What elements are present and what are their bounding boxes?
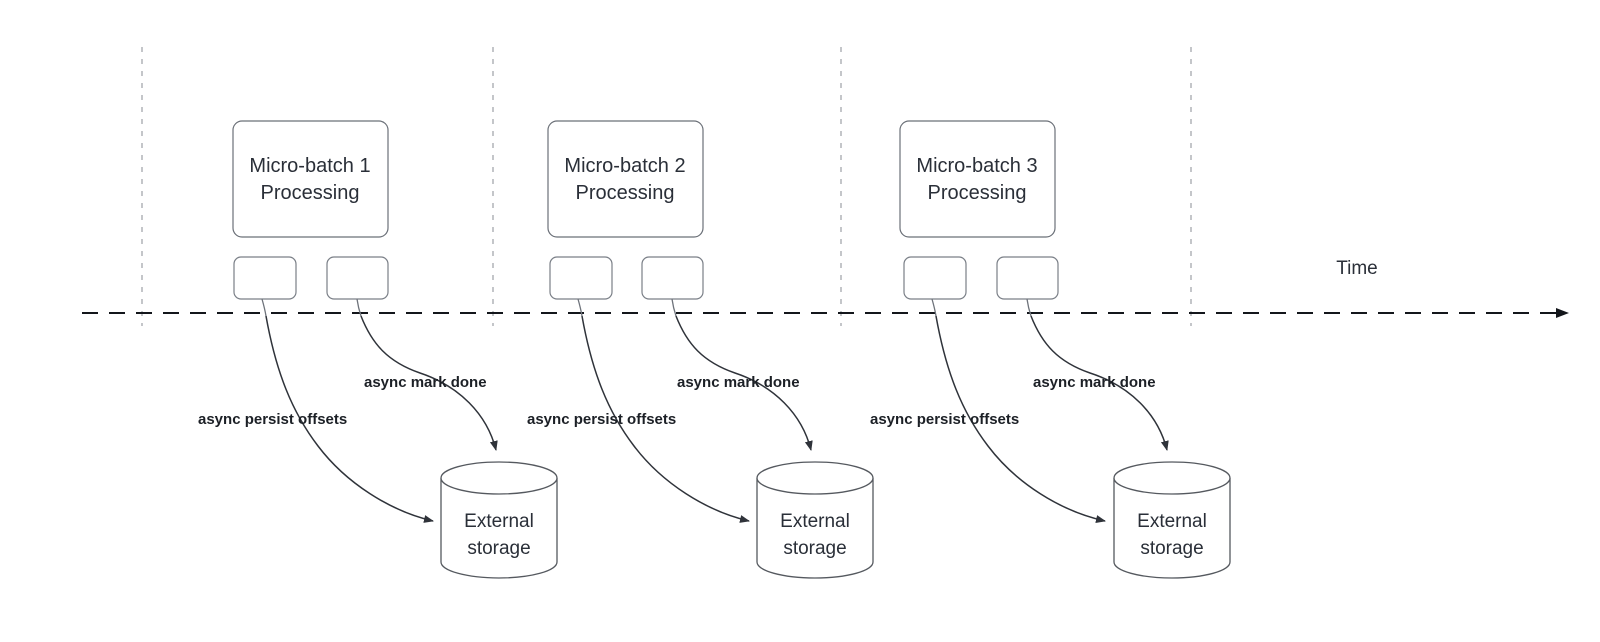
micro-batch-3-process-box[interactable] [899, 120, 1056, 238]
micro-batch-3-task-left-stem [931, 298, 937, 317]
micro-batch-3-mark-done-label: async mark done [1033, 374, 1156, 391]
external-storage-2-label-line2: storage [783, 538, 846, 559]
micro-batch-2-task-box-right[interactable] [641, 256, 704, 300]
micro-batch-1-mark-done-edge [360, 315, 498, 451]
micro-batch-2-task-left-stem [577, 298, 583, 317]
micro-batch-2-persist-offsets-edge [581, 315, 750, 523]
timeline-tick-group [141, 47, 1192, 326]
micro-batch-3-task-box-right[interactable] [996, 256, 1059, 300]
micro-batch-2-persist-offsets-label: async persist offsets [527, 411, 676, 428]
micro-batch-2-process-box[interactable] [547, 120, 704, 238]
micro-batch-3-mark-done-edge [1030, 315, 1169, 451]
micro-batch-3-label-line2: Processing [928, 182, 1027, 204]
micro-batch-group-3: Micro-batch 3 Processing async persist o… [870, 120, 1231, 579]
micro-batch-1-external-storage[interactable]: External storage [440, 461, 558, 579]
micro-batch-2-label-line2: Processing [576, 182, 675, 204]
external-storage-2-label-line1: External [780, 511, 850, 532]
micro-batch-3-task-right-stem [1026, 298, 1032, 317]
external-storage-1-body [440, 478, 558, 579]
external-storage-1-top [440, 461, 558, 495]
micro-batch-2-external-storage[interactable]: External storage [756, 461, 874, 579]
time-axis: Time [82, 258, 1569, 318]
micro-batch-3-external-storage[interactable]: External storage [1113, 461, 1231, 579]
micro-batch-1-mark-done-label: async mark done [364, 374, 487, 391]
external-storage-3-label-line2: storage [1140, 538, 1203, 559]
micro-batch-3-persist-offsets-edge [935, 315, 1106, 523]
micro-batch-1-task-left-stem [261, 298, 267, 317]
micro-batch-1-task-box-left[interactable] [233, 256, 297, 300]
micro-batch-2-task-right-stem [671, 298, 677, 317]
time-axis-label: Time [1336, 258, 1378, 279]
micro-batch-2-mark-done-label: async mark done [677, 374, 800, 391]
micro-batch-1-label-line2: Processing [261, 182, 360, 204]
external-storage-1-label-line2: storage [467, 538, 530, 559]
micro-batch-1-persist-offsets-label: async persist offsets [198, 411, 347, 428]
micro-batch-1-persist-offsets-edge [265, 315, 434, 523]
micro-batch-1-task-box-right[interactable] [326, 256, 389, 300]
external-storage-3-label-line1: External [1137, 511, 1207, 532]
micro-batch-2-label-line1: Micro-batch 2 [564, 155, 685, 177]
external-storage-3-body [1113, 478, 1231, 579]
micro-batch-3-persist-offsets-label: async persist offsets [870, 411, 1019, 428]
micro-batch-2-task-box-left[interactable] [549, 256, 613, 300]
external-storage-1-label-line1: External [464, 511, 534, 532]
micro-batch-3-label-line1: Micro-batch 3 [916, 155, 1037, 177]
external-storage-3-top [1113, 461, 1231, 495]
micro-batch-group-1: Micro-batch 1 Processing async persist o… [198, 120, 558, 579]
micro-batch-1-process-box[interactable] [232, 120, 389, 238]
micro-batch-2-mark-done-edge [675, 315, 813, 451]
micro-batch-group-2: Micro-batch 2 Processing async persist o… [527, 120, 874, 579]
external-storage-2-top [756, 461, 874, 495]
micro-batch-3-task-box-left[interactable] [903, 256, 967, 300]
micro-batch-1-label-line1: Micro-batch 1 [249, 155, 370, 177]
micro-batch-1-task-right-stem [356, 298, 362, 317]
external-storage-2-body [756, 478, 874, 579]
